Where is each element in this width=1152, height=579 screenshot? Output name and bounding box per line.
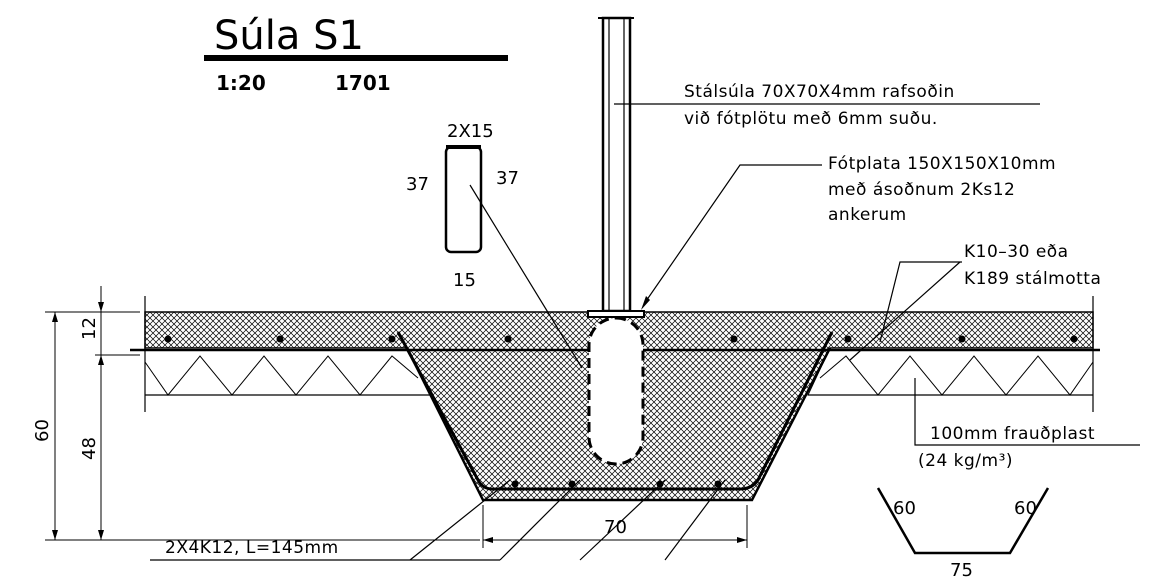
dim-insulation: 48 xyxy=(79,437,100,460)
leader-lines xyxy=(150,103,1140,561)
annotation-notes: Stálsúla 70X70X4mm rafsoðin við fótplötu… xyxy=(165,82,1101,558)
dim-beam-bottom: 70 xyxy=(604,517,627,538)
column-note-line2: við fótplötu með 6mm suðu. xyxy=(684,109,938,129)
bar-shape-detail: 60 60 75 xyxy=(876,487,1050,579)
plate-note-line2: með ásoðnum 2Ks12 xyxy=(828,180,1015,200)
column-body xyxy=(601,16,632,313)
bar-left-label: 60 xyxy=(893,498,916,519)
mesh-note-line2: K189 stálmotta xyxy=(964,269,1101,289)
steel-column xyxy=(587,16,645,466)
anchor-loop xyxy=(587,316,645,466)
stirrup-left-label: 37 xyxy=(406,174,429,195)
stirrup-detail: 2X15 37 37 15 xyxy=(406,121,583,369)
dim-slab: 12 xyxy=(79,317,100,340)
stirrup-bottom-label: 15 xyxy=(453,270,476,291)
stirrup-top-label: 2X15 xyxy=(447,121,494,142)
dim-total: 60 xyxy=(32,419,53,442)
stirrup-shape xyxy=(444,145,483,254)
rebar-note: 2X4K12, L=145mm xyxy=(165,538,339,558)
bar-shape xyxy=(876,487,1050,555)
plate-note-line1: Fótplata 150X150X10mm xyxy=(828,154,1056,174)
title-block: Súla S1 1:20 1701 xyxy=(204,13,508,95)
column-note-line1: Stálsúla 70X70X4mm rafsoðin xyxy=(684,82,955,102)
insulation-note-line1: 100mm frauðplast xyxy=(930,424,1095,444)
drawing-number: 1701 xyxy=(335,71,391,95)
insulation-note-line2: (24 kg/m³) xyxy=(918,451,1013,471)
insulation-zigzag-left xyxy=(144,355,419,396)
mesh-note-line1: K10–30 eða xyxy=(964,242,1069,262)
plate-note-line3: ankerum xyxy=(828,205,907,225)
footing-outline xyxy=(405,347,832,502)
scale-label: 1:20 xyxy=(216,71,266,95)
bar-right-label: 60 xyxy=(1014,498,1037,519)
insulation-zigzag-right xyxy=(819,355,1094,396)
drawing-title: Súla S1 xyxy=(214,13,364,59)
base-plate xyxy=(587,310,645,318)
footing-rebar xyxy=(396,331,834,491)
stirrup-right-label: 37 xyxy=(496,168,519,189)
bar-bottom-label: 75 xyxy=(950,560,973,579)
dimensions: 12 48 60 70 xyxy=(32,286,748,548)
